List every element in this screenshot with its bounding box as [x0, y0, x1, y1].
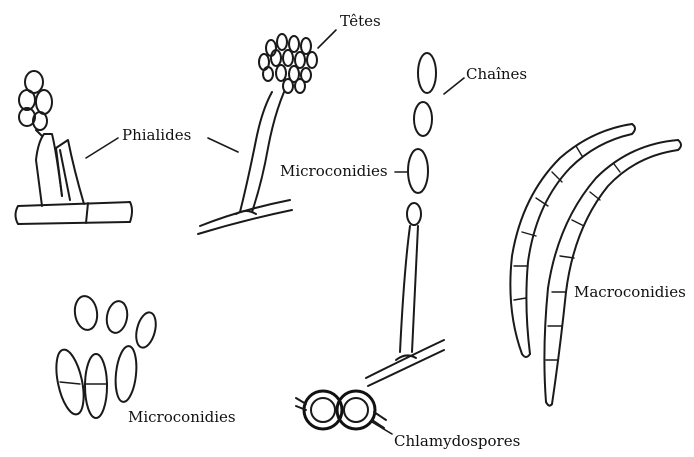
leader-phialides-2 — [208, 138, 238, 152]
phialides-structure — [16, 71, 133, 224]
leader-phialides — [86, 138, 118, 158]
label-macroconidies: Macroconidies — [574, 285, 686, 300]
leader-chaines — [444, 78, 464, 94]
label-chlamydospores: Chlamydospores — [394, 434, 520, 449]
leader-tetes — [318, 30, 336, 48]
chaines-structure — [366, 53, 444, 386]
leader-chlamydospores — [372, 422, 392, 434]
tetes-structure — [198, 34, 317, 234]
label-microconidies-bottom: Microconidies — [128, 410, 236, 425]
chlamydospores-structure — [296, 391, 386, 429]
label-microconidies-top: Microconidies — [280, 164, 388, 179]
macroconidies-structure — [510, 124, 681, 406]
label-tetes: Têtes — [340, 14, 381, 29]
microconidies-cluster — [51, 295, 159, 418]
label-phialides: Phialides — [122, 128, 191, 143]
label-chaines: Chaînes — [466, 67, 527, 82]
